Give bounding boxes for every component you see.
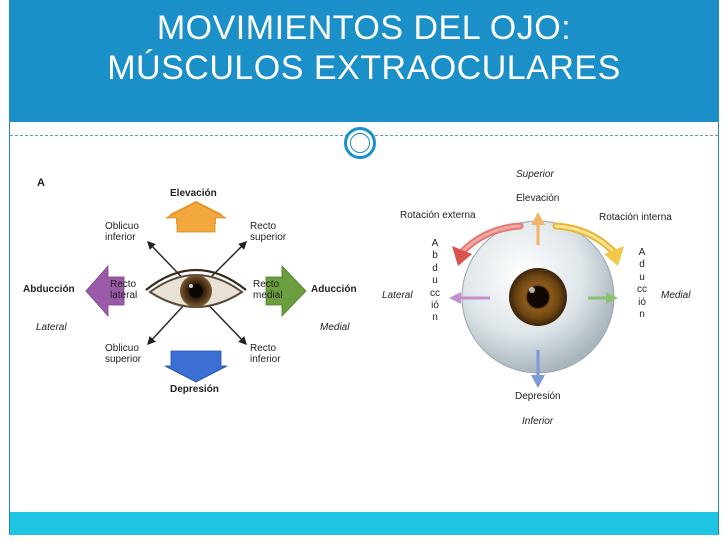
- label-rotacion-interna: Rotación interna: [599, 212, 672, 223]
- label-elevacion-right: Elevación: [516, 193, 560, 204]
- depresion-arrow: [164, 350, 228, 383]
- label-medial-left: Medial: [320, 322, 350, 333]
- label-elevacion: Elevación: [170, 188, 217, 199]
- title-line-2: MÚSCULOS EXTRAOCULARES: [107, 49, 621, 87]
- label-rotacion-externa: Rotación externa: [400, 210, 476, 221]
- right-lateral-arrow: [449, 292, 490, 304]
- title-bar: [10, 0, 718, 122]
- slide-frame: [9, 0, 719, 535]
- right-elevacion-arrow: [531, 212, 545, 245]
- label-medial-right: Medial: [661, 290, 691, 301]
- slide-title: MOVIMIENTOS DEL OJO: MÚSCULOS EXTRAOCULA…: [10, 8, 718, 88]
- frontal-eye: [145, 269, 247, 308]
- rotacion-externa-arrow: [452, 222, 524, 266]
- title-line-1: MOVIMIENTOS DEL OJO:: [156, 9, 572, 47]
- abduccion-arrow: [85, 264, 125, 318]
- label-abduccion: Abducción: [23, 284, 75, 295]
- label-recto-inferior: Recto inferior: [250, 343, 281, 365]
- aduccion-arrow: [265, 265, 307, 317]
- label-depresion: Depresión: [170, 384, 219, 395]
- label-recto-lateral: Recto lateral: [110, 279, 138, 301]
- rotacion-interna-arrow: [552, 222, 624, 266]
- label-aduccion: Aducción: [311, 284, 357, 295]
- right-depresion-arrow: [531, 350, 545, 388]
- right-medial-arrow: [588, 292, 618, 304]
- label-inferior: Inferior: [522, 416, 554, 427]
- eyeball-model: [461, 220, 615, 374]
- label-lateral-left: Lateral: [36, 322, 67, 333]
- footer-bar: [10, 512, 718, 535]
- panel-letter: A: [37, 177, 45, 189]
- label-abduccion-vertical: Abducción: [430, 238, 440, 324]
- divider-circle-ornament: [344, 127, 376, 159]
- elevacion-arrow: [165, 201, 227, 233]
- label-aduccion-vertical: Aducción: [637, 247, 647, 321]
- label-oblicuo-superior: Oblicuo superior: [105, 343, 142, 365]
- label-depresion-right: Depresión: [515, 391, 561, 402]
- label-lateral-right: Lateral: [382, 290, 413, 301]
- label-oblicuo-inferior: Oblicuo inferior: [105, 221, 139, 243]
- label-recto-superior: Recto superior: [250, 221, 287, 243]
- label-recto-medial: Recto medial: [253, 279, 283, 301]
- label-superior: Superior: [516, 169, 554, 180]
